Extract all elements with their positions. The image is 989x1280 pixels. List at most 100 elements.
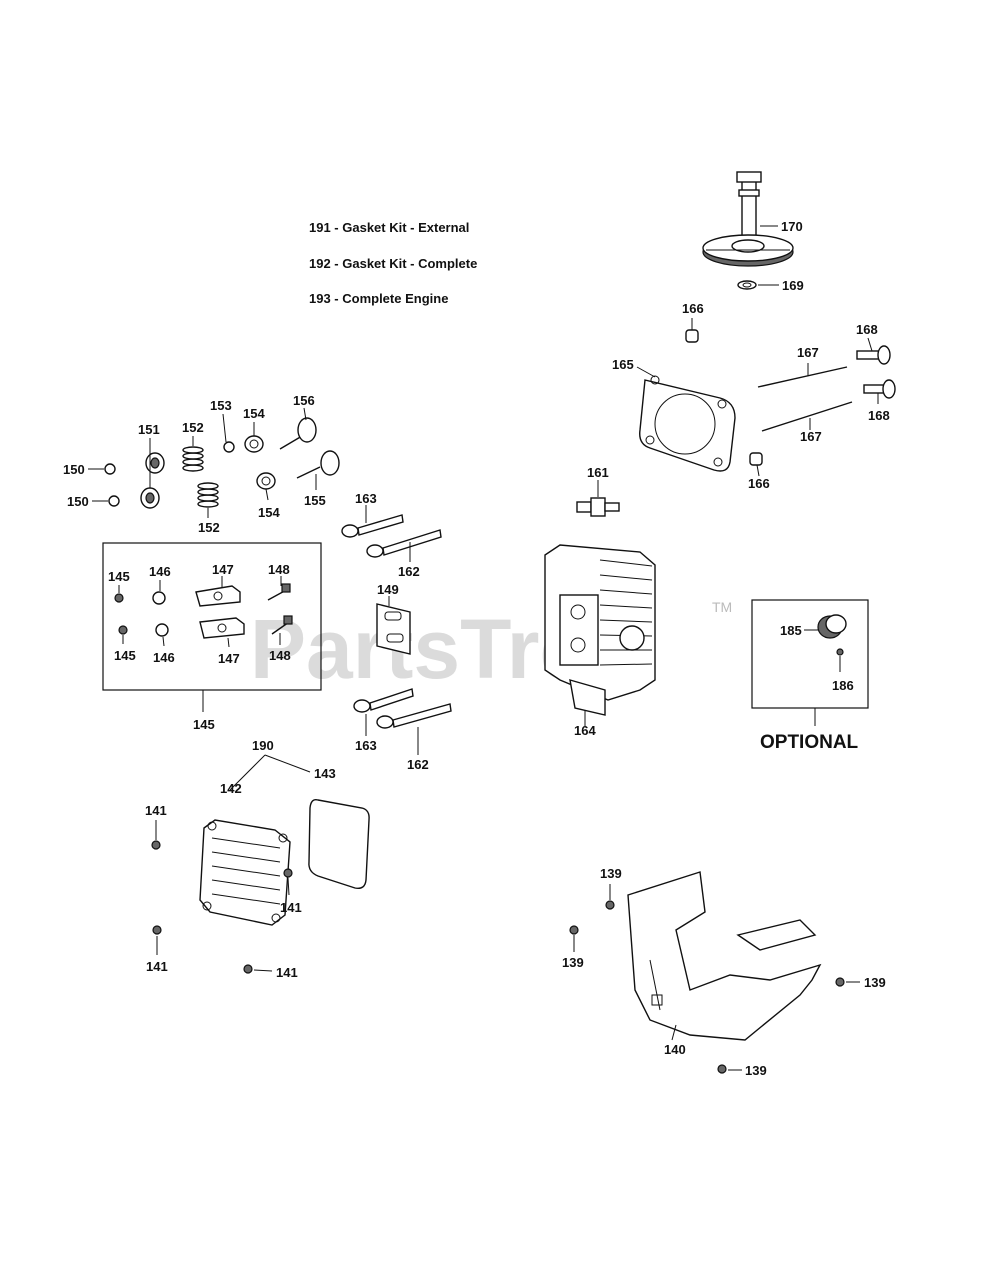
cover-screw-part[interactable] xyxy=(152,925,162,935)
callout-170: 170 xyxy=(781,219,803,234)
rocker-arm-part[interactable] xyxy=(195,585,241,607)
valve-retainer-part[interactable] xyxy=(140,487,160,509)
dowel-pin-part[interactable] xyxy=(749,452,763,466)
callout-142: 142 xyxy=(220,781,242,796)
callout-167-bottom: 167 xyxy=(800,429,822,444)
valve-spring-part[interactable] xyxy=(197,482,219,508)
rocker-stud-part[interactable] xyxy=(271,615,293,635)
callout-141-d: 141 xyxy=(276,965,298,980)
callout-150-top: 150 xyxy=(63,462,85,477)
callout-154-top: 154 xyxy=(243,406,265,421)
shroud-screw-part[interactable] xyxy=(605,900,615,910)
rocker-pivot-part[interactable] xyxy=(155,623,169,637)
valve-seal-part[interactable] xyxy=(244,435,264,453)
tappet-part[interactable] xyxy=(856,345,891,365)
callout-146-bottom: 146 xyxy=(153,650,175,665)
callout-164: 164 xyxy=(574,723,596,738)
callout-163-bottom: 163 xyxy=(355,738,377,753)
callout-148-top: 148 xyxy=(268,562,290,577)
callout-169: 169 xyxy=(782,278,804,293)
cylinder-head-part[interactable] xyxy=(544,544,656,716)
cover-screw-part[interactable] xyxy=(243,964,253,974)
exhaust-valve-part[interactable] xyxy=(296,450,340,479)
note-complete-engine: 193 - Complete Engine xyxy=(309,291,448,306)
push-rod-guide-part[interactable] xyxy=(376,603,411,655)
valve-retainer-part[interactable] xyxy=(145,452,165,474)
shroud-screw-part[interactable] xyxy=(569,925,579,935)
watermark: PartsTree TM xyxy=(250,599,732,696)
callout-139-a: 139 xyxy=(600,866,622,881)
callout-150-bottom: 150 xyxy=(67,494,89,509)
rocker-nut-part[interactable] xyxy=(114,593,124,603)
callout-152-bottom: 152 xyxy=(198,520,220,535)
tappet-part[interactable] xyxy=(863,379,896,399)
note-gasket-kit-external: 191 - Gasket Kit - External xyxy=(309,220,469,235)
callout-162-bottom: 162 xyxy=(407,757,429,772)
breather-cap-part[interactable] xyxy=(817,614,847,639)
callout-151: 151 xyxy=(138,422,160,437)
air-shroud-part[interactable] xyxy=(627,871,822,1041)
callout-162-top: 162 xyxy=(398,564,420,579)
intake-valve-part[interactable] xyxy=(279,417,317,450)
valve-cover-part[interactable] xyxy=(199,819,291,926)
callout-145-group: 145 xyxy=(193,717,215,732)
rocker-nut-part[interactable] xyxy=(118,625,128,635)
cover-screw-part[interactable] xyxy=(151,840,161,850)
callout-166-bottom: 166 xyxy=(748,476,770,491)
rocker-stud-part[interactable] xyxy=(267,583,291,601)
rocker-pivot-part[interactable] xyxy=(152,591,166,605)
callout-139-c: 139 xyxy=(864,975,886,990)
head-gasket-part[interactable] xyxy=(639,375,736,472)
washer-part[interactable] xyxy=(737,280,757,290)
callout-145-bottom: 145 xyxy=(114,648,136,663)
callout-168-top: 168 xyxy=(856,322,878,337)
callout-146-top: 146 xyxy=(149,564,171,579)
callout-147-bottom: 147 xyxy=(218,651,240,666)
valve-cap-part[interactable] xyxy=(223,441,235,453)
shroud-screw-part[interactable] xyxy=(835,977,845,987)
callout-143: 143 xyxy=(314,766,336,781)
callout-190: 190 xyxy=(252,738,274,753)
shroud-screw-part[interactable] xyxy=(717,1064,727,1074)
callout-141-a: 141 xyxy=(145,803,167,818)
callout-161: 161 xyxy=(587,465,609,480)
head-bolt-part[interactable] xyxy=(366,529,442,558)
callout-167-top: 167 xyxy=(797,345,819,360)
push-rod-part[interactable] xyxy=(757,366,853,432)
head-bolt-part[interactable] xyxy=(341,514,404,538)
cover-screw-part[interactable] xyxy=(283,868,293,878)
callout-185: 185 xyxy=(780,623,802,638)
callout-154-bottom: 154 xyxy=(258,505,280,520)
note-gasket-kit-complete: 192 - Gasket Kit - Complete xyxy=(309,256,477,271)
callout-166-top: 166 xyxy=(682,301,704,316)
rocker-assembly-box xyxy=(102,542,322,691)
callout-186: 186 xyxy=(832,678,854,693)
valve-spring-part[interactable] xyxy=(182,446,204,472)
camshaft-part[interactable] xyxy=(702,171,794,267)
kit-notes: 191 - Gasket Kit - External 192 - Gasket… xyxy=(309,220,477,306)
callout-141-c: 141 xyxy=(146,959,168,974)
callout-149: 149 xyxy=(377,582,399,597)
watermark-trademark: TM xyxy=(712,599,732,615)
head-bolt-part[interactable] xyxy=(376,703,452,729)
callout-140: 140 xyxy=(664,1042,686,1057)
callout-153: 153 xyxy=(210,398,232,413)
callout-155: 155 xyxy=(304,493,326,508)
valve-cover-gasket-part[interactable] xyxy=(308,798,370,890)
head-bolt-part[interactable] xyxy=(353,688,414,713)
callout-156: 156 xyxy=(293,393,315,408)
callout-141-b: 141 xyxy=(280,900,302,915)
callout-145-top: 145 xyxy=(108,569,130,584)
rocker-arm-part[interactable] xyxy=(199,617,245,639)
valve-seal-part[interactable] xyxy=(256,472,276,490)
dowel-pin-part[interactable] xyxy=(685,329,699,343)
spark-plug-part[interactable] xyxy=(576,497,620,517)
small-screw-part[interactable] xyxy=(836,648,844,656)
callout-168-bottom: 168 xyxy=(868,408,890,423)
valve-keeper-part[interactable] xyxy=(104,463,116,475)
valve-keeper-part[interactable] xyxy=(108,495,120,507)
callout-147-top: 147 xyxy=(212,562,234,577)
callout-152-top: 152 xyxy=(182,420,204,435)
callout-165: 165 xyxy=(612,357,634,372)
